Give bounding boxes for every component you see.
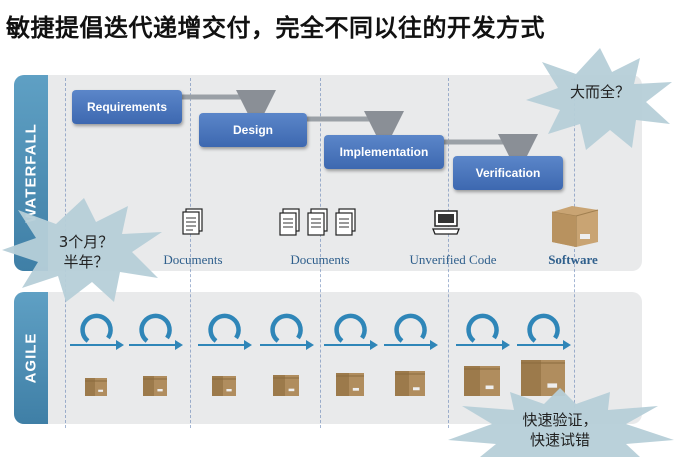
- computer-icon: [432, 210, 460, 235]
- burst-text-bottom-line2: 快速试错: [529, 431, 590, 449]
- iteration-cycle-icon: [384, 313, 438, 350]
- burst-text-left-line2: 半年？: [63, 253, 109, 271]
- product-box-icon: [212, 376, 236, 396]
- page-title: 敏捷提倡迭代递增交付，完全不同以往的开发方式: [6, 14, 545, 42]
- output-label-software: Software: [548, 252, 598, 267]
- burst-text-top-right: 大而全？: [569, 83, 630, 101]
- iteration-cycle-icon: [260, 313, 314, 350]
- output-label-documents-2: Documents: [290, 252, 350, 267]
- product-box-icon: [273, 375, 299, 396]
- iteration-cycle-icon: [129, 313, 183, 350]
- divider-line: [574, 78, 575, 428]
- phase-verification: Verification: [453, 156, 563, 190]
- product-box-icon: [143, 376, 167, 396]
- iteration-cycle-icon: [198, 313, 252, 350]
- product-box-icon: [336, 373, 364, 396]
- burst-shape: [526, 48, 672, 150]
- iteration-cycle-icon: [456, 313, 510, 350]
- output-label-documents-1: Documents: [163, 252, 223, 267]
- phase-requirements: Requirements: [72, 90, 182, 124]
- burst-shape: [448, 388, 674, 457]
- software-box-icon: [551, 206, 599, 247]
- connector-arrow: [182, 90, 276, 130]
- iteration-cycle-icon: [517, 313, 571, 350]
- document-icon: [182, 208, 203, 235]
- product-box-icon: [85, 378, 107, 396]
- phase-design: Design: [199, 113, 307, 147]
- documents-stack-icon: [279, 208, 356, 236]
- divider-line: [448, 78, 449, 428]
- burst-shape: [2, 198, 162, 302]
- divider-line: [190, 78, 191, 428]
- burst-text-left-line1: 3个月？: [58, 233, 114, 251]
- product-box-icon: [464, 366, 500, 396]
- iteration-cycle-icon: [324, 313, 378, 350]
- product-box-icon: [521, 360, 565, 396]
- connector-arrow: [306, 111, 404, 151]
- agile-side-bar: AGILE: [14, 292, 48, 424]
- product-box-icon: [395, 371, 425, 396]
- phase-implementation: Implementation: [324, 135, 444, 169]
- iteration-cycle-icon: [70, 313, 124, 350]
- divider-line: [320, 78, 321, 428]
- burst-text-bottom-line1: 快速验证，: [522, 411, 598, 429]
- output-label-unverified-code: Unverified Code: [409, 252, 497, 267]
- connector-arrow: [444, 134, 538, 174]
